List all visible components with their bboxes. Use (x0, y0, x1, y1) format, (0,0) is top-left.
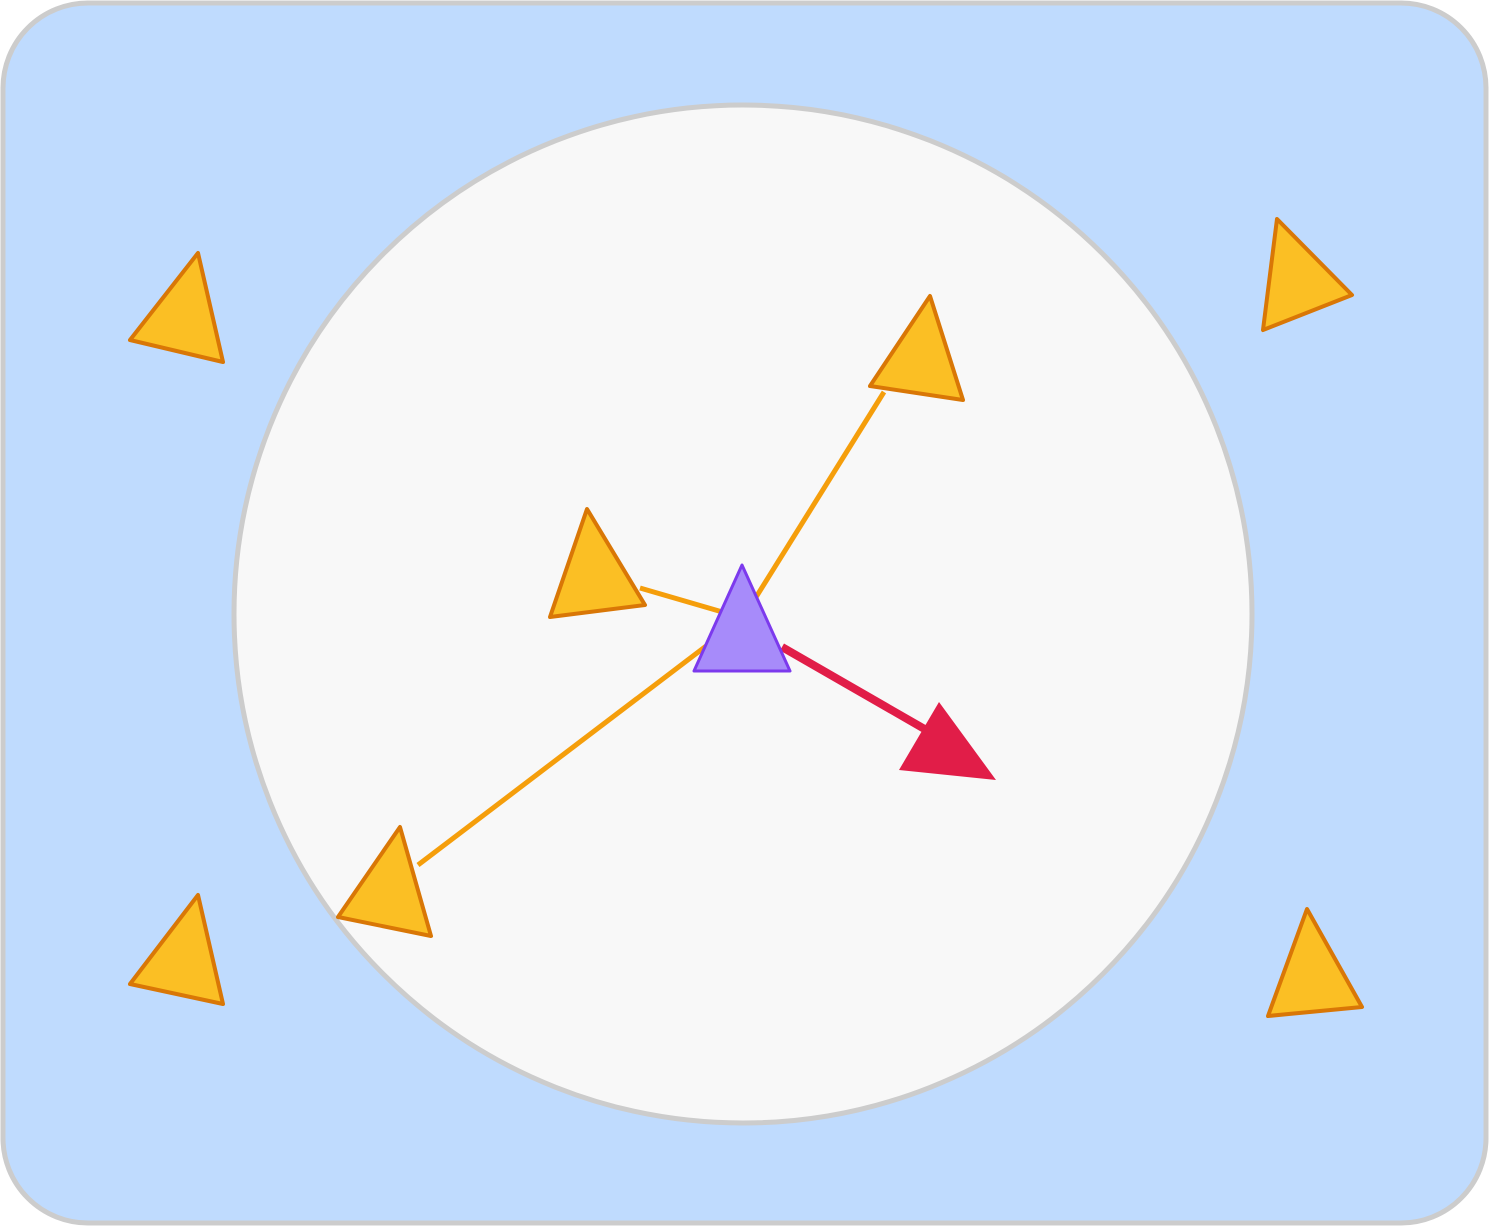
agent-triangle-icon (1266, 907, 1364, 1018)
agent-triangle-icon (128, 251, 225, 364)
neighbors-in-range (336, 294, 965, 938)
neighbor-triangle-icon (336, 825, 433, 938)
agents-out-of-range (128, 217, 1364, 1018)
steering-arrow-head (899, 702, 996, 780)
neighbor-triangle-icon (868, 294, 965, 402)
neighbor-triangle-icon (548, 507, 647, 619)
steering-arrow-shaft (780, 643, 930, 735)
link-line-upper-right (740, 390, 887, 620)
triangle-agent-icon (692, 563, 792, 673)
agent-triangle-icon (1261, 217, 1354, 332)
link-line-lower-left (416, 616, 745, 867)
agent-triangle-icon (128, 893, 225, 1006)
steering-arrow-icon (780, 643, 996, 780)
